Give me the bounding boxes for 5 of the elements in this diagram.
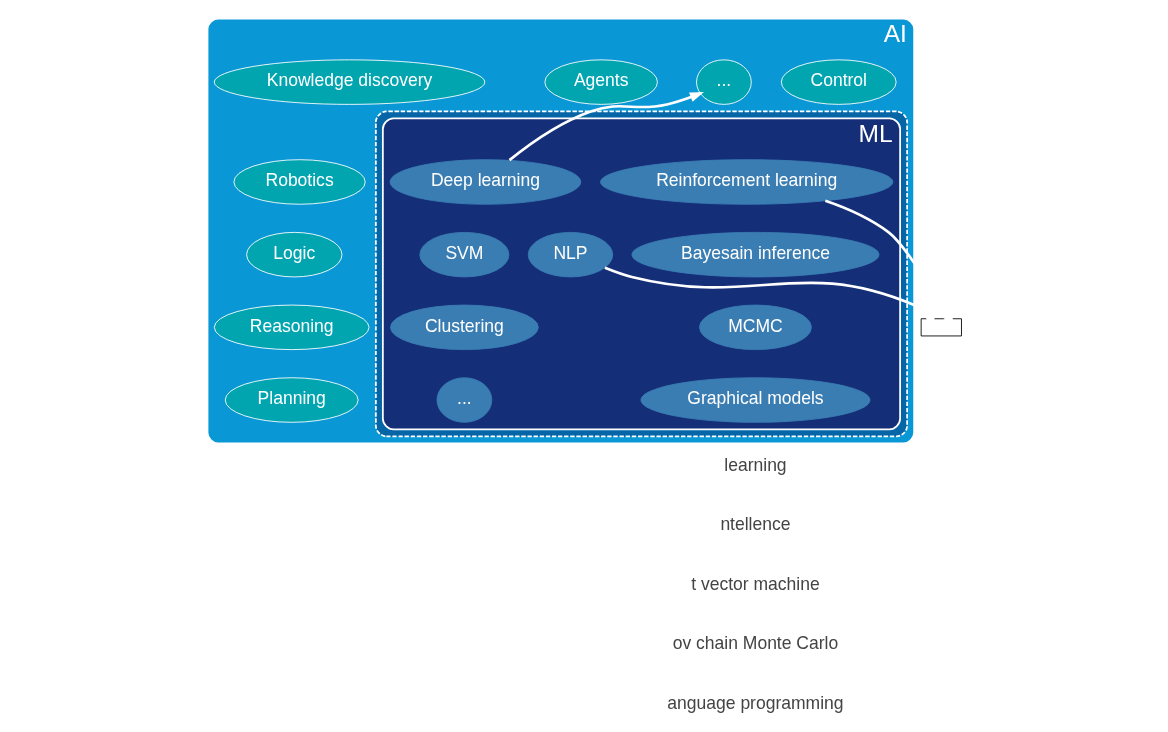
label: anguage programming bbox=[666, 693, 844, 714]
label: ntellence bbox=[719, 514, 791, 535]
label: learning bbox=[723, 454, 787, 475]
label: ov chain Monte Carlo bbox=[672, 633, 838, 654]
label: t vector machine bbox=[690, 573, 820, 594]
